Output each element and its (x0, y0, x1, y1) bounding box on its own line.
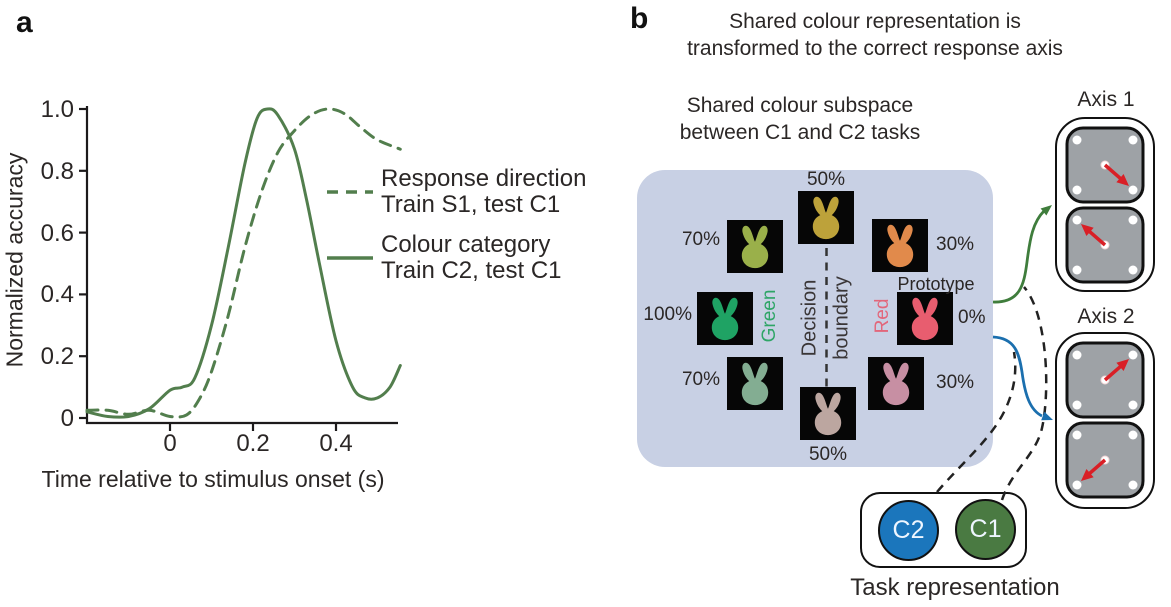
dashed-link-c1 (1000, 286, 1048, 501)
red-category-label: Red (872, 298, 893, 334)
stimulus-tile-bottom-left (727, 357, 783, 410)
decision-boundary-word1: Decision (798, 279, 821, 357)
panel-b-title: Shared colour representation is transfor… (640, 8, 1110, 62)
green-arrowhead (1040, 205, 1052, 216)
panel-b-title-line2: transformed to the correct response axis (687, 37, 1063, 60)
axis-2-pad-upper (1065, 341, 1145, 419)
bunny-icon (814, 392, 842, 436)
legend-line: Train S1, test C1 (381, 191, 561, 218)
task-c2-label: C2 (892, 516, 925, 544)
legend-line: Response direction (381, 165, 587, 192)
legend-line: Colour category (381, 231, 551, 258)
axis-1-pad-upper (1065, 126, 1145, 204)
y-tick-label: 0 (60, 405, 74, 432)
bunny-icon (741, 225, 769, 269)
bunny-icon (812, 196, 840, 240)
legend-dashed-sample (327, 190, 373, 194)
pct-label-top: 50% (806, 169, 846, 190)
y-tick-label: 1.0 (40, 96, 74, 123)
legend-solid-sample (327, 256, 373, 260)
bunny-icon (711, 297, 739, 341)
pct-label-left: 100% (643, 304, 692, 325)
axis-1-pad-lower (1065, 206, 1145, 284)
y-tick-label: 0.2 (40, 343, 74, 371)
legend-entry-colour-category: Colour category Train C2, test C1 (381, 232, 562, 284)
pct-label-top-left: 70% (681, 229, 720, 250)
pct-label-right: 0% (958, 307, 986, 328)
stimulus-tile-bottom-right (868, 357, 924, 410)
subspace-subtitle-line1: Shared colour subspace (686, 94, 914, 117)
legend-entry-response-direction: Response direction Train S1, test C1 (381, 166, 586, 218)
stimulus-tile-bottom (800, 387, 856, 440)
pct-label-bottom: 50% (808, 444, 848, 465)
y-tick-label: 0.6 (40, 219, 74, 247)
pct-label-bottom-right: 30% (936, 372, 975, 393)
green-category-label: Green (759, 289, 780, 343)
y-tick-label: 0.8 (40, 157, 74, 185)
pct-label-top-right: 30% (936, 234, 975, 255)
axis-2-label: Axis 2 (1077, 305, 1135, 328)
prototype-label: Prototype (897, 274, 975, 294)
subspace-subtitle-line2: between C1 and C2 tasks (679, 121, 921, 144)
x-axis-title: Time relative to stimulus onset (s) (41, 466, 385, 492)
bunny-icon (741, 362, 769, 406)
series-colour-category (85, 107, 402, 419)
stimulus-tile-right-prototype (897, 292, 953, 345)
panel-b-title-line1: Shared colour representation is (729, 10, 1021, 33)
task-representation-caption: Task representation (850, 574, 1060, 601)
subspace-subtitle: Shared colour subspace between C1 and C2… (650, 92, 950, 146)
decision-boundary-line (825, 248, 828, 394)
stimulus-tile-left-prototype (697, 292, 753, 345)
x-tick-label: 0 (163, 430, 177, 457)
green-transform-arrow (992, 210, 1046, 304)
legend-line: Train C2, test C1 (381, 257, 562, 284)
bunny-icon (882, 362, 910, 406)
stimulus-tile-top (798, 191, 854, 244)
axis-2-pad-lower (1065, 421, 1145, 499)
stimulus-tile-top-left (727, 220, 783, 273)
decision-boundary-word2: boundary (830, 276, 853, 360)
accuracy-line-chart (79, 106, 402, 431)
blue-arrowhead (1041, 411, 1053, 421)
task-c1-circle: C1 (955, 499, 1016, 560)
x-tick-label: 0.4 (319, 430, 353, 457)
task-c1-label: C1 (969, 515, 1002, 543)
axis-1-label: Axis 1 (1077, 88, 1135, 111)
stimulus-tile-top-right (872, 219, 928, 272)
bunny-icon (911, 297, 939, 341)
panel-b-label: b (630, 2, 649, 35)
blue-transform-arrow (992, 335, 1043, 418)
y-tick-label: 0.4 (40, 281, 74, 309)
bunny-icon (886, 224, 914, 268)
pct-label-bottom-left: 70% (681, 369, 720, 390)
y-axis-title: Normalized accuracy (1, 152, 28, 368)
panel-a-label: a (16, 6, 33, 39)
x-tick-label: 0.2 (236, 430, 270, 457)
task-c2-circle: C2 (878, 500, 939, 561)
